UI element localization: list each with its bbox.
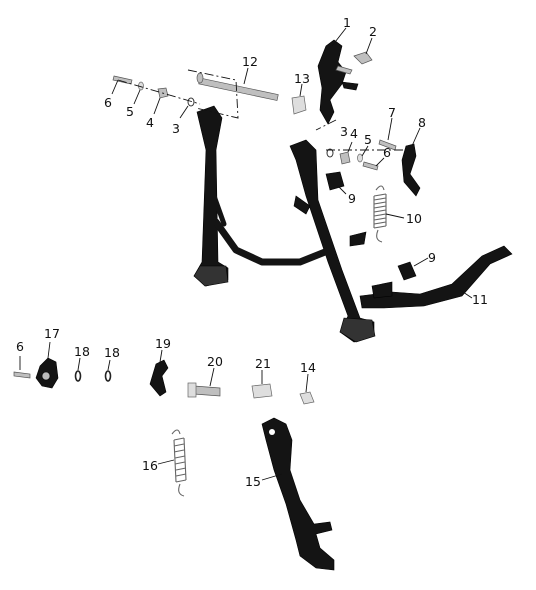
callout-6-left: 6	[16, 339, 24, 354]
collar-21	[251, 383, 273, 399]
spring-linkage-group	[325, 139, 421, 281]
callout-5-right: 5	[364, 132, 372, 147]
nut-4-right	[339, 151, 351, 165]
callout-13: 13	[294, 71, 310, 86]
callout-16: 16	[142, 458, 158, 473]
collar-13	[291, 95, 307, 115]
rubber-9-upper	[325, 171, 345, 191]
callout-19: 19	[155, 336, 171, 351]
callout-8: 8	[418, 115, 426, 130]
clip-3	[187, 97, 195, 107]
center-stand	[193, 105, 513, 343]
callout-6-right: 6	[383, 145, 391, 160]
callout-4-right: 4	[350, 126, 358, 141]
washer-5-right	[357, 153, 363, 163]
callout-12: 12	[242, 54, 258, 69]
spring-hook-19	[149, 359, 169, 397]
pivot-shaft	[198, 77, 279, 101]
bolt-6-sidestand	[13, 371, 31, 379]
stand-bracket-group	[315, 39, 373, 131]
link-plate-8	[401, 143, 421, 197]
bolt-2	[353, 51, 373, 65]
callout-15: 15	[245, 474, 261, 489]
callout-1: 1	[343, 15, 351, 30]
bolt-6-right	[362, 161, 379, 171]
side-stand-15	[261, 417, 335, 571]
spring-10	[373, 185, 387, 243]
callout-21: 21	[255, 356, 271, 371]
callout-3-right: 3	[340, 124, 348, 139]
bolt-small-6	[112, 75, 133, 85]
o-ring-18a	[74, 370, 82, 382]
spring-16	[171, 429, 187, 497]
callout-14: 14	[300, 360, 316, 375]
stand-bracket	[317, 39, 347, 125]
pivot-shaft-group	[112, 69, 307, 119]
callout-20: 20	[207, 354, 223, 369]
side-stand-parts	[13, 357, 335, 571]
callout-6: 6	[104, 95, 112, 110]
callout-11: 11	[472, 292, 488, 307]
center-stand-cross-tube	[212, 218, 334, 266]
stand-foot-lever	[359, 245, 513, 309]
pivot-bolt-20	[193, 385, 221, 397]
center-stand-left-leg	[193, 105, 229, 287]
callout-18b: 18	[104, 345, 120, 360]
callout-18a: 18	[74, 344, 90, 359]
callout-4: 4	[146, 115, 154, 130]
clip-3-right	[326, 148, 334, 158]
callout-3: 3	[172, 121, 180, 136]
callout-9-lower: 9	[428, 250, 436, 265]
nut-14	[299, 391, 315, 405]
rubber-9-lower	[397, 261, 417, 281]
callout-7: 7	[388, 105, 396, 120]
callout-9-upper: 9	[348, 191, 356, 206]
callout-10: 10	[406, 211, 422, 226]
callouts: 1 2 6 5 4 3 12 13 3 4 5 6 7	[16, 15, 488, 489]
o-ring-18b	[104, 370, 112, 382]
callout-2: 2	[369, 24, 377, 39]
callout-17: 17	[44, 326, 60, 341]
callout-5: 5	[126, 104, 134, 119]
